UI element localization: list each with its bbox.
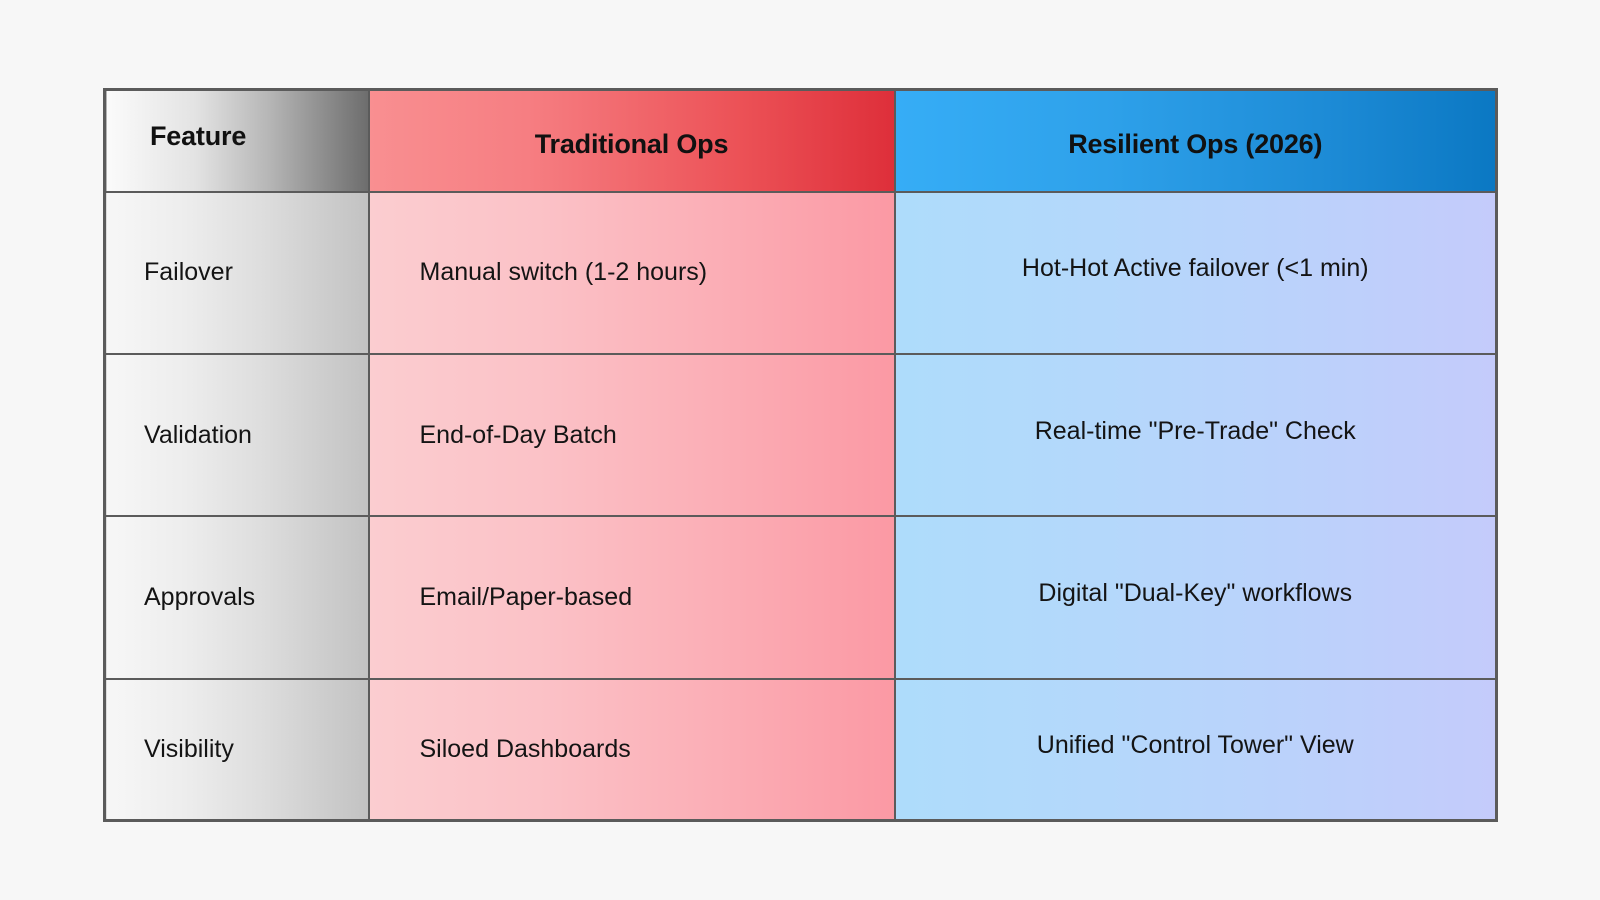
cell-resilient-validation: Real-time "Pre-Trade" Check bbox=[893, 352, 1498, 518]
cell-traditional-visibility: Siloed Dashboards bbox=[367, 677, 896, 822]
ops-comparison-table: Feature Traditional Ops Resilient Ops (2… bbox=[103, 88, 1498, 822]
column-header-feature-label: Feature bbox=[150, 121, 247, 152]
cell-resilient-failover: Hot-Hot Active failover (<1 min) bbox=[893, 190, 1498, 355]
cell-resilient-visibility: Unified "Control Tower" View bbox=[893, 677, 1498, 822]
cell-text: Email/Paper-based bbox=[419, 583, 633, 612]
cell-resilient-approvals: Digital "Dual-Key" workflows bbox=[893, 515, 1498, 680]
cell-text: Siloed Dashboards bbox=[419, 734, 631, 763]
column-header-resilient-ops-label: Resilient Ops (2026) bbox=[1068, 129, 1323, 160]
cell-feature-failover: Failover bbox=[103, 190, 370, 355]
cell-text: Manual switch (1-2 hours) bbox=[419, 258, 708, 287]
table-header: Feature Traditional Ops Resilient Ops (2… bbox=[103, 88, 1498, 193]
cell-text: End-of-Day Batch bbox=[419, 420, 617, 449]
cell-traditional-approvals: Email/Paper-based bbox=[367, 515, 896, 680]
table-row: Visibility Siloed Dashboards Unified "Co… bbox=[103, 677, 1498, 822]
cell-text: Hot-Hot Active failover (<1 min) bbox=[1021, 254, 1369, 283]
table-row: Validation End-of-Day Batch Real-time "P… bbox=[103, 352, 1498, 518]
column-header-feature[interactable]: Feature bbox=[103, 88, 370, 193]
cell-feature-validation: Validation bbox=[103, 352, 370, 518]
cell-feature-approvals: Approvals bbox=[103, 515, 370, 680]
cell-traditional-validation: End-of-Day Batch bbox=[367, 352, 896, 518]
table-row: Failover Manual switch (1-2 hours) Hot-H… bbox=[103, 190, 1498, 355]
table-body: Failover Manual switch (1-2 hours) Hot-H… bbox=[103, 190, 1498, 822]
cell-text: Approvals bbox=[144, 583, 256, 612]
cell-text: Unified "Control Tower" View bbox=[1036, 730, 1354, 759]
cell-text: Visibility bbox=[144, 734, 234, 763]
column-header-resilient-ops[interactable]: Resilient Ops (2026) bbox=[893, 88, 1498, 193]
table-row: Approvals Email/Paper-based Digital "Dua… bbox=[103, 515, 1498, 680]
cell-text: Real-time "Pre-Trade" Check bbox=[1034, 416, 1356, 445]
cell-traditional-failover: Manual switch (1-2 hours) bbox=[367, 190, 896, 355]
table-header-row: Feature Traditional Ops Resilient Ops (2… bbox=[103, 88, 1498, 193]
column-header-traditional-ops[interactable]: Traditional Ops bbox=[367, 88, 896, 193]
column-header-traditional-ops-label: Traditional Ops bbox=[534, 129, 729, 160]
cell-text: Digital "Dual-Key" workflows bbox=[1038, 579, 1353, 608]
cell-text: Failover bbox=[144, 258, 233, 287]
cell-feature-visibility: Visibility bbox=[103, 677, 370, 822]
cell-text: Validation bbox=[144, 420, 252, 449]
